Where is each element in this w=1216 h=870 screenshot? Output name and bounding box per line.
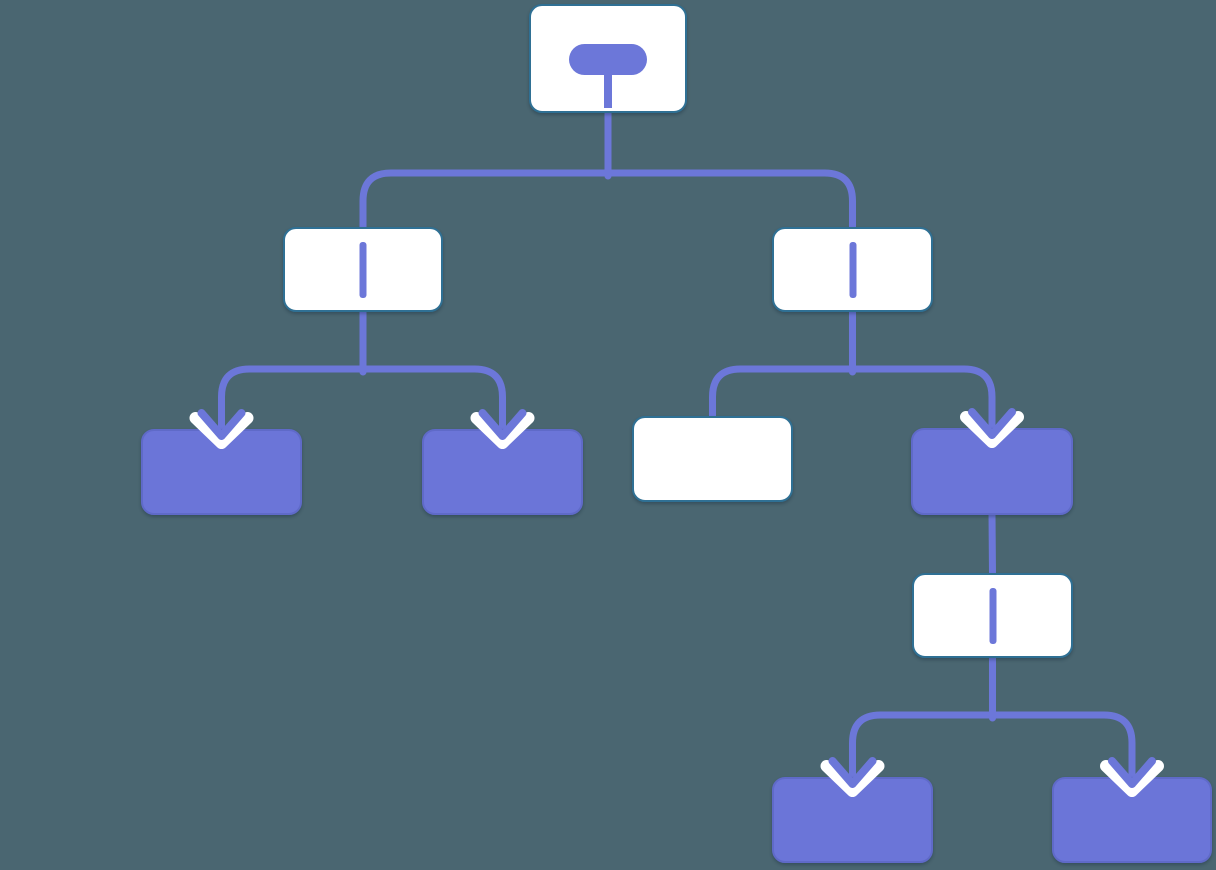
leaf-b-node[interactable]: [422, 429, 583, 515]
leaf-mid-node[interactable]: [911, 428, 1073, 515]
root-node[interactable]: [529, 4, 687, 113]
branch-divider-bar: [849, 242, 856, 298]
tree-root-stem: [604, 72, 612, 108]
branch-right-node[interactable]: [772, 227, 933, 312]
leaf-c-node[interactable]: [772, 777, 933, 863]
branch-divider-bar: [359, 242, 367, 298]
branch-bottom-node[interactable]: [912, 573, 1073, 658]
branch-left-node[interactable]: [283, 227, 443, 312]
branch-divider-bar: [989, 588, 996, 644]
leaf-a-node[interactable]: [141, 429, 302, 515]
blank-node-node[interactable]: [632, 416, 793, 502]
tree-root-pill-icon: [569, 44, 647, 75]
leaf-d-node[interactable]: [1052, 777, 1212, 863]
